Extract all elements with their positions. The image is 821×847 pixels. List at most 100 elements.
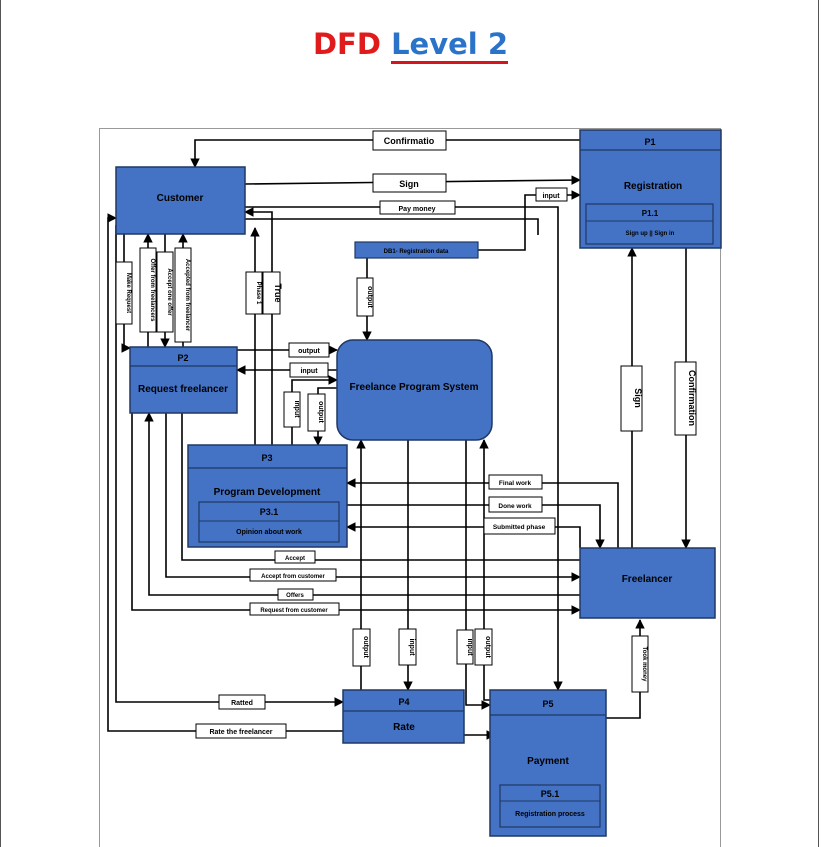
customer-box: Customer (115, 166, 246, 235)
p3-name: Program Development (214, 487, 321, 498)
system-box: Freelance Program System (336, 339, 493, 441)
label-true: True (262, 271, 283, 315)
svg-text:input: input (466, 638, 473, 656)
svg-text:input: input (293, 400, 300, 418)
p5-sub-id: P5.1 (541, 789, 560, 799)
svg-text:input: input (408, 638, 415, 656)
p3-id: P3 (261, 453, 272, 463)
flow-line-pay-money (245, 206, 563, 691)
db1-label: DB1- Registration data (384, 249, 449, 255)
svg-text:Submitted phase: Submitted phase (493, 524, 546, 531)
svg-text:Confirmatio: Confirmatio (384, 136, 435, 146)
label-offer-from-freelancers: Offer from freelancers (139, 247, 157, 333)
label-request-from-customer: Request from customer (249, 602, 340, 616)
p4-id: P4 (398, 697, 409, 707)
label-input-p2: input (289, 362, 329, 378)
freelancer-label: Freelancer (622, 574, 673, 585)
svg-text:Final work: Final work (499, 480, 532, 487)
label-accept: Accept (274, 550, 316, 564)
page-title: DFD Level 2 (0, 27, 821, 64)
label-output-p3: output (307, 393, 326, 432)
flow-line-confirmatio (190, 139, 580, 168)
svg-text:True: True (273, 283, 283, 302)
label-confirmation-right: Confirmation (674, 361, 697, 436)
label-output-p5: output (474, 628, 493, 666)
p5-name: Payment (527, 756, 569, 767)
svg-text:Done work: Done work (498, 503, 532, 510)
label-ratted: Ratted (218, 694, 266, 710)
db1-store: DB1- Registration data (354, 241, 479, 259)
flow-labels: Confirmatio Sign Pay money input output … (195, 130, 568, 739)
label-input-p3: input (283, 391, 301, 428)
vertical-flow-labels: output input output Phase 1 True Make Re… (115, 247, 697, 693)
p4-box: P4 Rate (342, 689, 465, 744)
label-took-money: Took money (631, 635, 649, 693)
flow-line-final-work (346, 478, 619, 548)
svg-text:Sign: Sign (399, 179, 419, 189)
svg-text:output: output (366, 286, 373, 308)
svg-text:Request from customer: Request from customer (260, 608, 328, 614)
p1-sub-name: Sign up || Sign in (626, 231, 675, 237)
label-rate-the-freelancer: Rate the freelancer (195, 723, 287, 739)
label-phase1: Phase 1 (245, 271, 263, 315)
p3-box: P3 Program Development P3.1 Opinion abou… (187, 444, 348, 548)
flow-line-accept (181, 410, 580, 561)
label-output-p2: output (288, 342, 330, 358)
label-accepted-from-freelancer: Accepted from freelancer (174, 247, 192, 343)
label-sign-top: Sign (372, 173, 447, 193)
label-sign-right: Sign (620, 365, 643, 432)
p1-name: Registration (624, 181, 682, 192)
label-accept-from-customer: Accept from customer (249, 568, 337, 582)
svg-text:output: output (298, 348, 320, 355)
svg-text:Took money: Took money (641, 647, 647, 683)
p5-box: P5 Payment P5.1 Registration process (489, 689, 607, 837)
p3-sub-name: Opinion about work (236, 529, 302, 536)
svg-text:Make Request: Make Request (125, 273, 131, 313)
label-final-work: Final work (488, 474, 543, 490)
label-input-p5: input (456, 629, 474, 665)
label-submitted-phase: Submitted phase (483, 517, 556, 535)
svg-text:Sign: Sign (633, 388, 643, 408)
label-input-p1: input (535, 187, 568, 202)
flow-line-accept-customer (165, 410, 581, 582)
svg-text:Accepted from freelancer: Accepted from freelancer (184, 259, 190, 332)
svg-text:Pay money: Pay money (399, 206, 436, 213)
label-input-p4: input (398, 628, 417, 666)
svg-text:Offer from freelancers: Offer from freelancers (149, 258, 155, 322)
svg-text:Accept: Accept (285, 556, 305, 562)
title-level: Level 2 (391, 27, 508, 64)
diagram-frame (99, 128, 721, 847)
label-confirmatio: Confirmatio (372, 130, 447, 151)
svg-text:Offers: Offers (286, 593, 304, 599)
p5-id: P5 (542, 699, 553, 709)
flow-line-system-p5 (465, 440, 491, 710)
p2-id: P2 (177, 353, 188, 363)
svg-text:output: output (317, 401, 324, 423)
flow-line-db-p1 (478, 190, 581, 251)
svg-text:Accept one offer: Accept one offer (166, 268, 172, 316)
svg-text:Ratted: Ratted (231, 700, 253, 707)
svg-text:Rate the freelancer: Rate the freelancer (209, 729, 272, 736)
p4-name: Rate (393, 722, 415, 733)
p1-id: P1 (644, 137, 655, 147)
flow-line-submitted (346, 522, 581, 548)
customer-label: Customer (157, 193, 204, 204)
svg-text:input: input (542, 193, 560, 200)
svg-text:output: output (362, 636, 369, 658)
flow-line-offers (144, 412, 580, 596)
system-label: Freelance Program System (350, 382, 479, 393)
svg-text:Confirmation: Confirmation (687, 370, 697, 426)
svg-text:Phase 1: Phase 1 (255, 282, 261, 305)
flow-line-done-work (347, 504, 605, 549)
svg-text:output: output (484, 636, 491, 658)
label-output-p4: output (352, 628, 371, 667)
label-done-work: Done work (488, 496, 543, 513)
flow-line-customer-p5 (245, 218, 539, 235)
p1-sub-id: P1.1 (642, 209, 659, 218)
label-pay-money: Pay money (379, 200, 456, 215)
label-make-request: Make Request (115, 261, 133, 325)
flow-line-ratted (115, 225, 344, 707)
title-dfd: DFD (312, 27, 381, 61)
